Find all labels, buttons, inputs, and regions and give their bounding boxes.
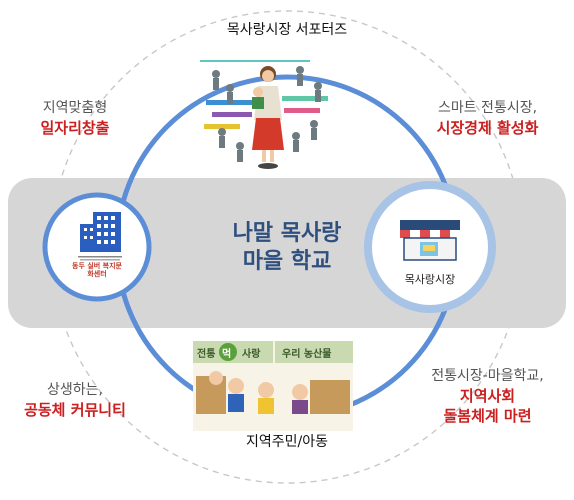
market-scene-illustration [193,341,353,431]
center-title-line2: 마을 학교 [242,249,332,274]
market-shop-icon [400,220,460,261]
center-title-line1: 나말 목사랑 [232,221,342,246]
right-bottom-line2: 지역사회 [459,387,516,405]
left-top-line1: 지역맞춤형 [42,100,108,116]
left-top-line2: 일자리창출 [40,119,110,137]
left-bottom-line1: 상생하는, [47,382,103,398]
market-node-label: 목사랑시장 [404,273,456,286]
market-sign-3: 사랑 [242,349,261,360]
top-label: 목사랑시장 서포터즈 [226,22,348,38]
center-title: 나말 목사랑 마을 학교 [192,220,382,276]
left-bottom-line2: 공동체 커뮤니티 [24,401,126,419]
right-bottom-line1: 전통시장-마을학교, [431,368,544,384]
supporters-illustration [200,60,328,169]
right-top-line1: 스마트 전통시장, [437,100,538,116]
right-top-line2: 시장경제 활성화 [436,119,539,137]
market-sign-2: 먹 [222,349,232,360]
bottom-label: 지역주민/아동 [246,434,328,450]
market-sign-1: 전통 [197,349,216,360]
logo-text: 동두 실버 복지문화센터 [72,262,122,278]
building-icon [78,212,122,261]
market-sign-4: 우리 농산물 [282,349,332,360]
right-bottom-line3: 돌봄체계 마련 [443,407,532,425]
